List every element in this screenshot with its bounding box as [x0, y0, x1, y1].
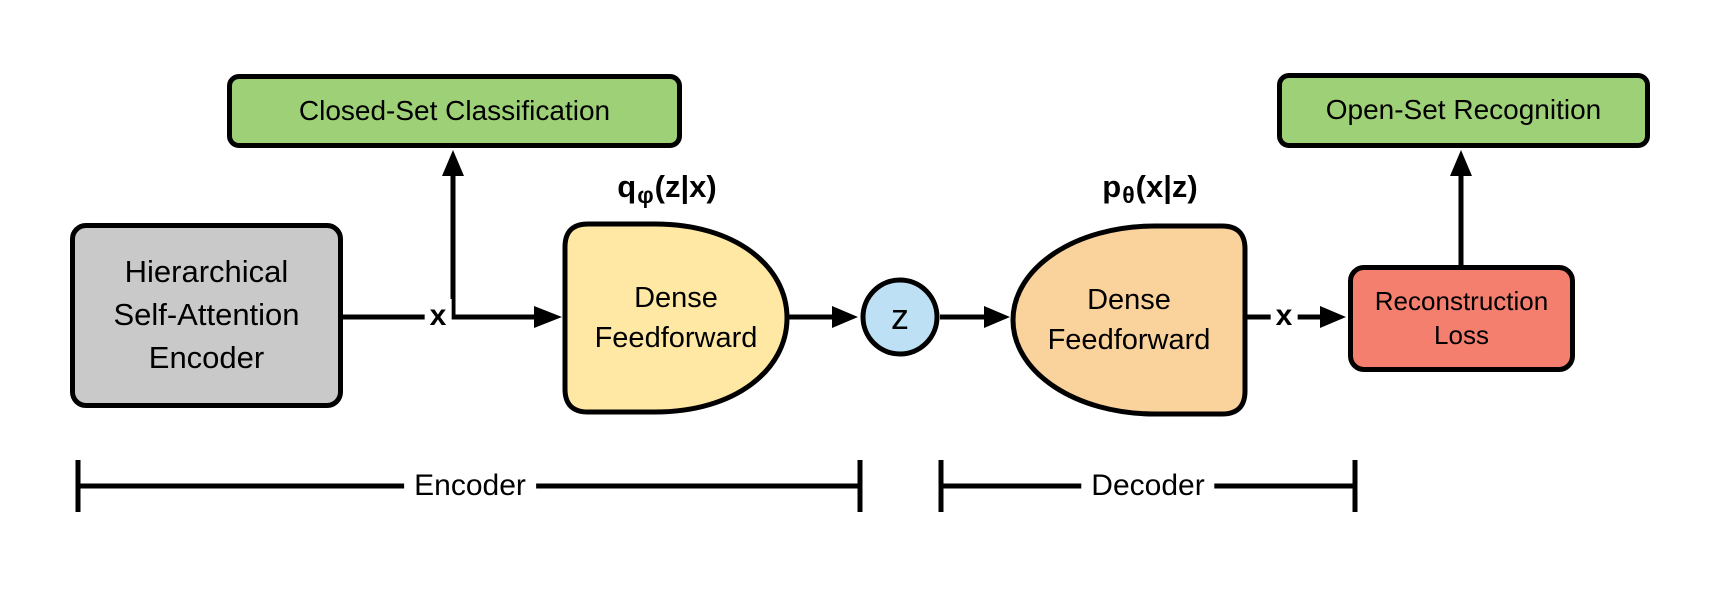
reconstruction-loss-box: Reconstruction Loss	[1348, 265, 1575, 372]
q-subscript: φ	[637, 181, 654, 208]
dense-label-line-2: Feedforward	[1047, 324, 1211, 356]
p-base: p	[1102, 169, 1122, 204]
reconstruction-loss-line-2: Loss	[1434, 319, 1489, 350]
arrow-z-to-dense	[940, 306, 1010, 328]
p-subscript: θ	[1122, 181, 1135, 208]
arrowhead-right-icon	[832, 306, 858, 328]
arrowhead-right-icon	[1320, 306, 1346, 328]
arrowhead-right-icon	[534, 306, 562, 328]
dense-feedforward-decoder-shape	[1010, 223, 1248, 417]
x-edge-label-decoder: x	[1270, 299, 1298, 333]
x-edge-label-encoder: x	[424, 299, 452, 333]
encoder-bracket-label: Encoder	[404, 469, 536, 503]
dense-label-line-2: Feedforward	[594, 322, 758, 354]
dense-label-line-1: Dense	[1087, 283, 1171, 316]
closed-set-classification-box: Closed-Set Classification	[227, 74, 682, 148]
closed-set-classification-label: Closed-Set Classification	[298, 94, 611, 126]
open-set-recognition-label: Open-Set Recognition	[1325, 94, 1602, 126]
q-base: q	[617, 169, 637, 204]
arrowhead-up-icon	[1450, 150, 1472, 176]
open-set-recognition-box: Open-Set Recognition	[1277, 73, 1650, 148]
decoder-bracket-label: Decoder	[1081, 469, 1215, 503]
q-args: (z|x)	[654, 169, 717, 204]
arrow-dense-to-z	[787, 306, 858, 328]
encoder-box-line-2: Self-Attention	[113, 297, 300, 333]
encoder-box-line-1: Hierarchical	[124, 254, 289, 290]
arrow-reconstruction-to-open-set	[1450, 150, 1472, 265]
encoder-box-line-3: Encoder	[148, 339, 265, 375]
dense-feedforward-encoder-label: Dense Feedforward	[565, 224, 787, 412]
hierarchical-self-attention-encoder-box: Hierarchical Self-Attention Encoder	[70, 223, 343, 408]
dense-feedforward-decoder-label: Dense Feedforward	[1013, 226, 1245, 414]
dense-label-line-1: Dense	[634, 281, 718, 314]
arrowhead-right-icon	[984, 306, 1010, 328]
latent-z-label: z	[891, 296, 909, 338]
p-args: (x|z)	[1135, 169, 1198, 204]
latent-z-circle	[860, 277, 940, 357]
reconstruction-loss-line-1: Reconstruction	[1374, 285, 1549, 316]
dense-feedforward-encoder-shape	[562, 221, 790, 415]
arrowhead-up-icon	[442, 150, 464, 176]
arrow-x-to-closed-set	[442, 150, 464, 317]
